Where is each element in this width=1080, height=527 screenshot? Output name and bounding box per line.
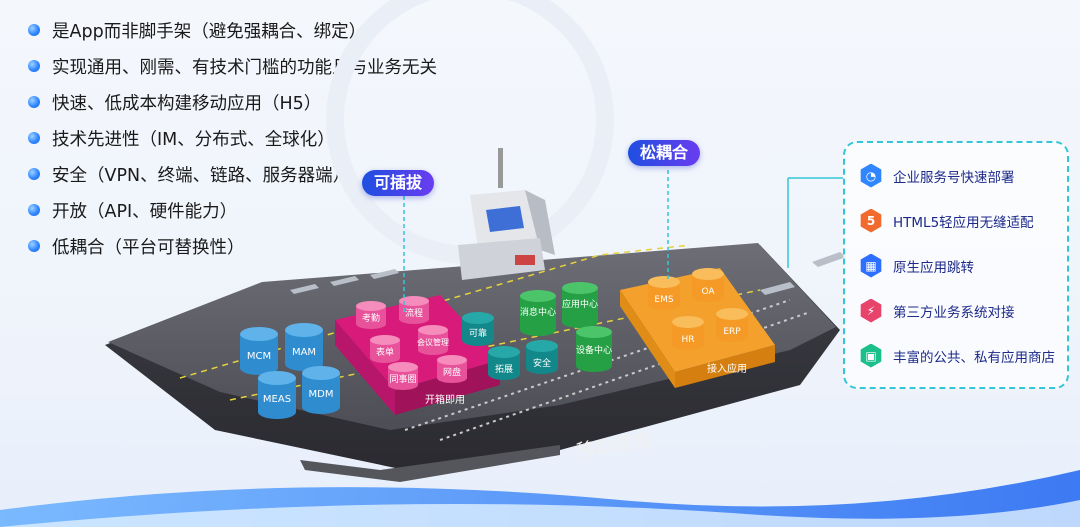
tag-pluggable: 可插拔 (362, 170, 435, 196)
cylinder-mdm: MDM (302, 366, 340, 414)
bullet-dot-icon (28, 24, 40, 36)
panel-item: ⚡ 第三方业务系统对接 (845, 288, 1067, 333)
svg-text:可靠: 可靠 (469, 327, 487, 339)
panel-item-label: 企业服务号快速部署 (893, 169, 1015, 186)
svg-text:应用中心: 应用中心 (562, 298, 598, 310)
cylinder-label: 网盘 (443, 366, 461, 378)
tag-loose-coupling: 松耦合 (628, 140, 701, 166)
svg-text:MAM: MAM (292, 347, 316, 358)
svg-text:安全: 安全 (533, 357, 551, 369)
bullet-dot-icon (28, 240, 40, 252)
svg-text:MDM: MDM (309, 389, 334, 400)
bullet-dot-icon (28, 96, 40, 108)
svg-text:MCM: MCM (247, 351, 271, 362)
cylinder-label: 考勤 (362, 312, 380, 324)
svg-text:HR: HR (681, 335, 694, 345)
cylinder-meas: MEAS (258, 371, 296, 419)
feature-item: 开放（API、硬件能力） (28, 192, 437, 228)
cylinder-group-green: 消息中心 应用中心 设备中心 (520, 282, 612, 372)
store-icon: ▣ (860, 343, 882, 368)
bullet-dot-icon (28, 204, 40, 216)
feature-text: 低耦合（平台可替换性） (52, 237, 245, 258)
svg-text:接入应用: 接入应用 (707, 362, 747, 375)
feature-item: 是App而非脚手架（避免强耦合、绑定） (28, 12, 437, 48)
html5-icon: 5 (860, 208, 882, 233)
panel-item: 5 HTML5轻应用无缝适配 (845, 198, 1067, 243)
bullet-dot-icon (28, 168, 40, 180)
panel-item: ▦ 原生应用跳转 (845, 243, 1067, 288)
feature-text: 安全（VPN、终端、链路、服务器端） (52, 165, 351, 186)
panel-item: ▣ 丰富的公共、私有应用商店 (845, 333, 1067, 378)
feature-text: 开放（API、硬件能力） (52, 201, 238, 222)
feature-text: 是App而非脚手架（避免强耦合、绑定） (52, 21, 367, 42)
cylinder-label: 流程 (405, 307, 423, 319)
svg-text:MEAS: MEAS (263, 394, 291, 405)
panel-item-label: 丰富的公共、私有应用商店 (893, 349, 1055, 366)
integration-panel: ◔ 企业服务号快速部署 5 HTML5轻应用无缝适配 ▦ 原生应用跳转 ⚡ 第三方业务系… (843, 141, 1069, 389)
svg-text:EMS: EMS (654, 295, 673, 305)
control-tower (458, 148, 555, 280)
jet-icon (290, 252, 846, 295)
feature-text: 快速、低成本构建移动应用（H5） (52, 93, 322, 114)
feature-item: 快速、低成本构建移动应用（H5） (28, 84, 437, 120)
feature-list: 是App而非脚手架（避免强耦合、绑定） 实现通用、刚需、有技术门槛的功能且与业务… (28, 12, 437, 264)
cylinder-label: 会议管理 (417, 337, 449, 347)
panel-item-label: 第三方业务系统对接 (893, 304, 1015, 321)
feature-item: 技术先进性（IM、分布式、全球化） (28, 120, 437, 156)
svg-text:设备中心: 设备中心 (576, 344, 612, 356)
bullet-dot-icon (28, 132, 40, 144)
feature-item: 低耦合（平台可替换性） (28, 228, 437, 264)
pink-platform: 开箱即用 考勤 流程 表单 会议管理 同事圈 网盘 (335, 295, 500, 415)
cylinder-mam: MAM (285, 323, 323, 371)
cylinder-label: 同事圈 (389, 373, 416, 385)
plug-icon: ⚡ (860, 298, 882, 323)
svg-text:消息中心: 消息中心 (520, 306, 556, 318)
cylinder-label: 表单 (376, 346, 394, 358)
cylinder-group-blue: MCM MAM MEAS MDM (240, 323, 340, 419)
feature-text: 技术先进性（IM、分布式、全球化） (52, 129, 335, 150)
cylinder-mcm: MCM (240, 327, 278, 375)
svg-text:拓展: 拓展 (495, 363, 513, 375)
svg-text:OA: OA (701, 287, 715, 297)
svg-text:ERP: ERP (723, 327, 741, 337)
bullet-dot-icon (28, 60, 40, 72)
feature-item: 安全（VPN、终端、链路、服务器端） (28, 156, 437, 192)
panel-item: ◔ 企业服务号快速部署 (845, 153, 1067, 198)
panel-item-label: HTML5轻应用无缝适配 (893, 214, 1034, 231)
grid-icon: ▦ (860, 253, 882, 278)
svg-text:开箱即用: 开箱即用 (425, 393, 465, 406)
cylinder-group-teal: 可靠 拓展 安全 (462, 312, 558, 380)
orange-platform: 接入应用 EMS OA HR ERP (620, 268, 775, 388)
clock-icon: ◔ (860, 163, 882, 188)
panel-item-label: 原生应用跳转 (893, 259, 974, 276)
